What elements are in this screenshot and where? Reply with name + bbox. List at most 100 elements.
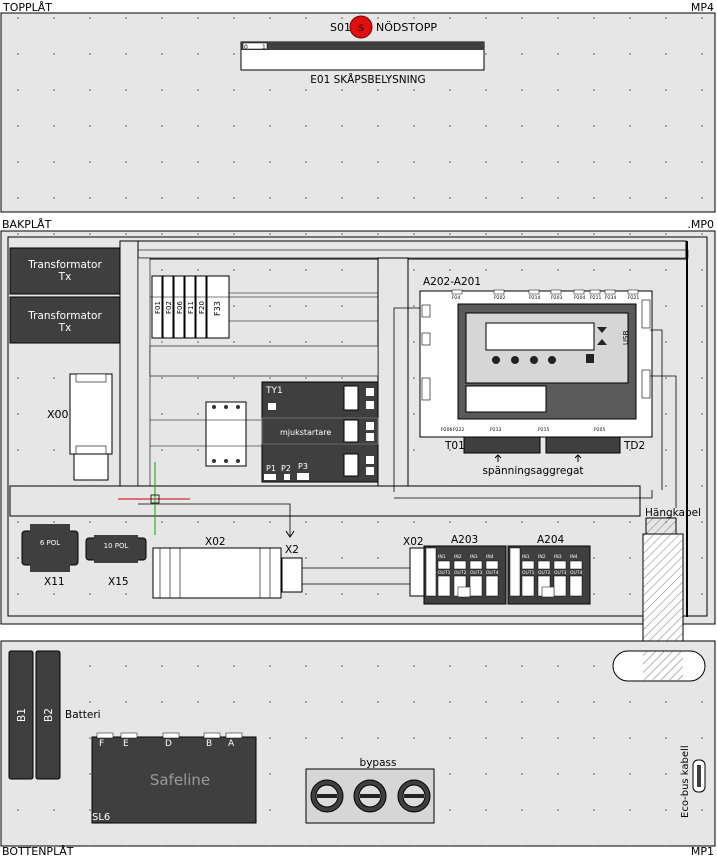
keypad-button-3[interactable] (530, 356, 538, 364)
x2-label: X2 (285, 544, 299, 556)
contactor-block (205, 401, 247, 467)
fuse-f11 (184, 275, 196, 339)
connector-x15: 10 POL X15 (85, 535, 147, 588)
lighting-label: E01 SKÅPSBELYSNING (310, 73, 425, 86)
usb-label: USB (622, 330, 630, 345)
bottom-plate-code: MP1 (691, 845, 714, 856)
estop-label-left: S01 (330, 21, 351, 34)
cable-duct-left (119, 240, 139, 487)
a202-label: A202-A201 (423, 276, 481, 288)
bottom-plate-label: BOTTENPLÅT (2, 845, 74, 856)
back-plate: BAKPLÅT .MP0 Transformator Tx Transforma… (0, 218, 716, 681)
safeline-terminal (203, 732, 221, 739)
fuse-f06 (173, 275, 185, 339)
port-label: P222 (453, 427, 464, 433)
power-supply: T01 TD2 spänningsaggregat (444, 436, 645, 477)
io-out-label: OUT2 (538, 570, 551, 576)
cable-duct-horizontal (9, 485, 641, 517)
safeline-terminal (162, 732, 180, 739)
lock-icon (586, 354, 594, 363)
p3-label: P3 (298, 462, 308, 471)
io-out-label: OUT2 (454, 570, 467, 576)
io-in-label: IN2 (538, 554, 546, 560)
port-label: P204 (574, 295, 585, 301)
fuse-f20 (195, 275, 207, 339)
port-connector (627, 289, 639, 295)
port-connector (573, 289, 585, 295)
sl6-label: SL6 (92, 812, 110, 823)
port-label: P205 (594, 427, 605, 433)
transformer-2: Transformator Tx (9, 296, 121, 344)
x15-label: X15 (108, 576, 129, 588)
port-label: P211 (590, 295, 601, 301)
io-out-label: OUT1 (438, 570, 451, 576)
io-in-label: IN2 (454, 554, 462, 560)
ecobus-label: Eco-bus kabell (680, 745, 691, 818)
switch-label-1: 1 (262, 44, 266, 51)
p1-label: P1 (266, 464, 276, 473)
psu-label: spänningsaggregat (482, 465, 583, 477)
top-plate-label: TOPPLÅT (2, 1, 52, 14)
port-connector (528, 289, 540, 295)
port-label: P214 (529, 295, 540, 301)
safeline-terminal (225, 732, 243, 739)
top-plate-code: MP4 (691, 1, 714, 14)
b1-label: B1 (16, 708, 28, 722)
port-label: P206 (441, 427, 452, 433)
port-label: P24 (452, 295, 461, 301)
safeline-terminal-label: B (206, 739, 212, 749)
t02-label: TD2 (623, 440, 645, 452)
fuse-label: F20 (198, 301, 206, 314)
transformer-1-line1: Transformator (27, 259, 102, 271)
io-in-label: IN3 (554, 554, 562, 560)
port-label: P203 (551, 295, 562, 301)
ty1-label: TY1 (265, 386, 283, 396)
safeline-terminal-label: A (228, 739, 235, 749)
io-out-label: OUT4 (570, 570, 583, 576)
transformer-2-line1: Transformator (27, 310, 102, 322)
b2-label: B2 (43, 708, 55, 722)
battery-b1: B1 (8, 650, 34, 780)
keypad-button-1[interactable] (492, 356, 500, 364)
t01-label: T01 (444, 440, 465, 452)
x15-box-label: 10 POL (104, 542, 129, 550)
softstarter-ty1: TY1 mjukstartare P1 P2 P3 (261, 381, 379, 483)
connector-x11: 6 POL X11 (21, 524, 79, 588)
cable-duct-middle (377, 257, 409, 487)
fuse-label: F01 (154, 301, 162, 314)
safeline-terminal-label: F (99, 739, 104, 749)
safeline-terminal (96, 732, 114, 739)
port-label: P215 (538, 427, 549, 433)
estop-button-icon[interactable] (349, 15, 373, 39)
x11-label: X11 (44, 576, 65, 588)
transformer-2-line2: Tx (58, 322, 72, 334)
terminal-x02: X02 (152, 536, 282, 599)
fuse-f02 (162, 275, 174, 339)
port-connector (550, 289, 562, 295)
port-label: P234 (605, 295, 616, 301)
x11-box-label: 6 POL (40, 539, 60, 547)
keypad-button-4[interactable] (548, 356, 556, 364)
x02b-label: X02 (403, 536, 424, 548)
fuse-label: F11 (187, 301, 195, 314)
fuse-label: F06 (176, 301, 184, 314)
a203-label: A203 (451, 534, 478, 546)
keypad-button-2[interactable] (511, 356, 519, 364)
arrow-down-icon[interactable] (597, 327, 607, 333)
fuse-f33-label: F33 (213, 301, 222, 316)
transformer-1: Transformator Tx (9, 247, 121, 295)
port-label: P213 (490, 427, 501, 433)
port-connector (589, 289, 601, 295)
io-out-label: OUT3 (470, 570, 483, 576)
transformer-1-line2: Tx (58, 271, 72, 283)
arrow-up-icon[interactable] (597, 339, 607, 345)
fuse-f01 (151, 275, 163, 339)
estop-symbol: S (358, 24, 364, 34)
back-plate-code: .MP0 (687, 218, 714, 231)
x00-label: X00 (47, 408, 69, 421)
